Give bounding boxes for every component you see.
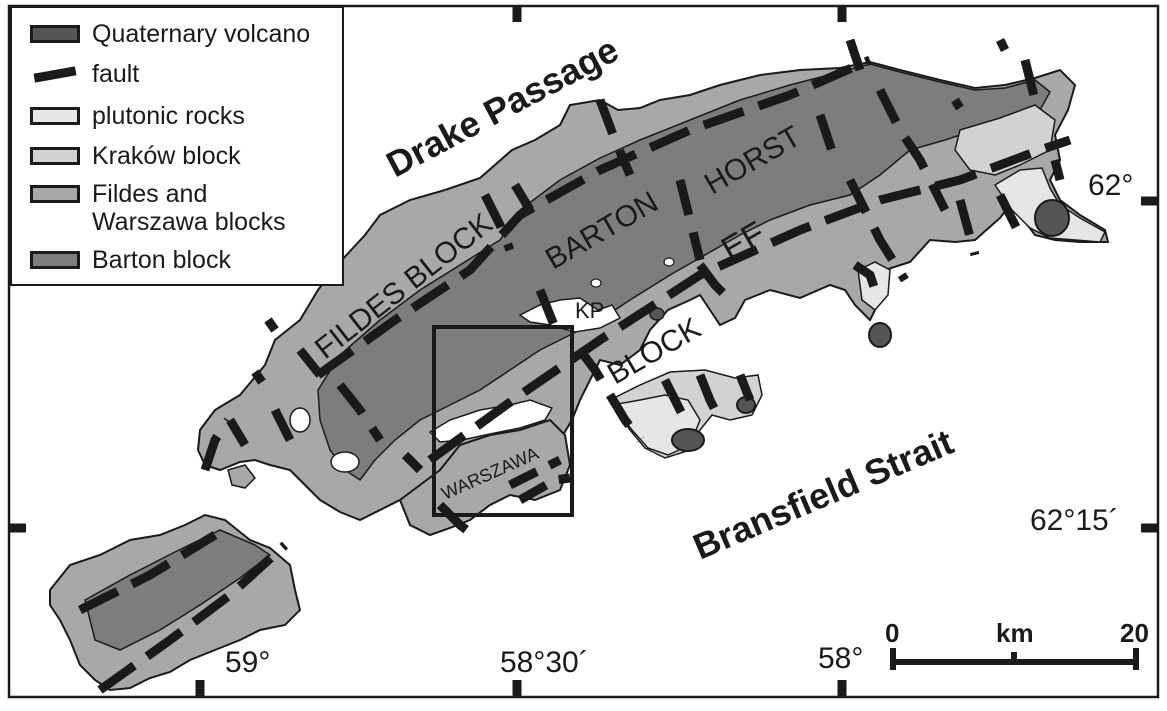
coord-lat-62: 62° — [1088, 169, 1133, 202]
coord-lon-59: 59° — [225, 646, 270, 679]
fault-cross-6 — [480, 192, 515, 252]
study-area-box — [432, 325, 574, 517]
scale-bar: 0 km 20 — [885, 618, 1149, 670]
coord-lon-58-30: 58°30´ — [500, 646, 589, 679]
scale-bar-end: 20 — [1120, 618, 1149, 648]
scale-bar-start: 0 — [885, 618, 899, 648]
fault-nelson-2 — [97, 541, 289, 694]
fault-cross-9 — [675, 178, 705, 262]
coord-lon-58: 58° — [818, 642, 863, 675]
map-legend: Quaternary volcano fault plutonic rocks … — [10, 6, 344, 286]
legend-swatch-barton — [30, 251, 80, 269]
legend-item-volcano: Quaternary volcano — [30, 20, 310, 48]
volcano-east — [1034, 199, 1070, 237]
fault-cross-23 — [401, 451, 424, 474]
fault-cross-2 — [226, 417, 249, 448]
fault-cross-3 — [270, 407, 295, 443]
legend-label-krakow: Kraków block — [92, 142, 241, 170]
fault-cross-30 — [951, 97, 964, 111]
fault-cross-13 — [845, 38, 865, 72]
lake-4 — [590, 278, 602, 288]
legend-swatch-fault — [30, 70, 80, 80]
fault-cross-28 — [1050, 158, 1065, 182]
fault-nelson-1 — [77, 531, 218, 615]
fault-cross-21 — [695, 373, 725, 423]
label-kp: KP — [575, 298, 604, 323]
fault-cross-16 — [995, 192, 1025, 238]
fault-cross-7 — [595, 98, 635, 177]
legend-label-barton: Barton block — [92, 246, 231, 274]
islet-1 — [227, 464, 256, 489]
fault-cross-25 — [507, 455, 563, 490]
coord-lat-62-15: 62°15´ — [1030, 504, 1119, 537]
fault-ef — [427, 135, 1072, 464]
legend-swatch-volcano — [30, 25, 80, 43]
legend-item-krakow: Kraków block — [30, 142, 241, 170]
fault-cross-4 — [336, 382, 384, 443]
fault-cross-1 — [200, 417, 232, 472]
fault-cross-17 — [696, 262, 739, 309]
scale-bar-unit: km — [996, 618, 1034, 648]
fault-cross-29 — [995, 37, 1010, 53]
lake-1 — [289, 407, 311, 433]
fault-cross-22 — [735, 373, 755, 402]
legend-label-plutonic: plutonic rocks — [92, 102, 245, 130]
fault-cross-32 — [264, 317, 279, 333]
volcano-south — [671, 428, 705, 452]
fault-cross-26 — [517, 473, 571, 504]
legend-swatch-fildes-warszawa — [30, 185, 80, 203]
legend-item-fault: fault — [30, 60, 139, 88]
fault-cross-8 — [511, 182, 534, 213]
fault-cross-15 — [955, 198, 980, 257]
fault-cross-31 — [251, 369, 266, 385]
fault-cross-19 — [576, 347, 644, 443]
fault-cross-14 — [1020, 58, 1045, 113]
fault-cross-20 — [660, 377, 690, 423]
lake-3 — [663, 257, 675, 267]
fault-cross-10 — [815, 113, 840, 162]
legend-item-barton: Barton block — [30, 246, 231, 274]
legend-swatch-krakow — [30, 147, 80, 165]
fault-lines — [77, 37, 1072, 694]
legend-item-fildes-warszawa: Fildes and Warszawa blocks — [30, 180, 286, 236]
volcano-center — [868, 322, 892, 348]
fault-cross-27 — [852, 261, 880, 292]
legend-item-plutonic: plutonic rocks — [30, 102, 245, 130]
legend-swatch-plutonic — [30, 107, 80, 125]
fault-cross-18 — [535, 288, 565, 342]
fault-fildes-barton — [315, 55, 872, 379]
legend-label-volcano: Quaternary volcano — [92, 20, 311, 48]
legend-label-fault: fault — [92, 60, 140, 88]
fault-cross-24 — [436, 501, 483, 544]
lake-2 — [330, 451, 360, 473]
legend-label-fildes-warszawa: Fildes and Warszawa blocks — [92, 180, 286, 236]
fault-cross-11 — [845, 177, 909, 283]
fault-cross-12 — [875, 87, 950, 213]
frame-ticks — [9, 6, 1158, 697]
fault-cross-5 — [296, 347, 324, 378]
